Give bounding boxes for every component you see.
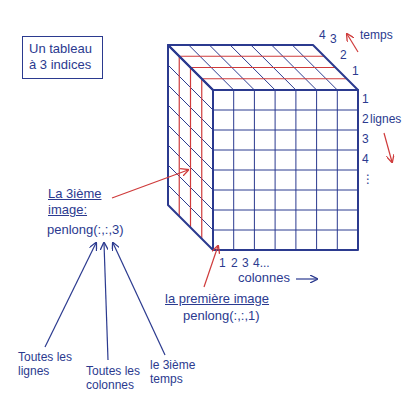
cube-faces <box>168 45 358 250</box>
axis-label: lignes <box>370 112 401 126</box>
columns-arrow <box>104 243 108 360</box>
row-number: 2 <box>362 112 369 126</box>
time-number: 4 <box>319 28 326 42</box>
top-grid <box>189 45 338 90</box>
time-number: 3 <box>330 32 337 46</box>
column-number: 1 <box>219 256 226 270</box>
time-number: 2 <box>340 48 347 62</box>
row-number: 4 <box>362 152 369 166</box>
axis-label: temps <box>360 28 393 42</box>
axis-label: colonnes <box>238 270 290 286</box>
side-grid <box>168 65 213 230</box>
column-number: 4... <box>253 256 270 270</box>
row-number: 3 <box>362 132 369 146</box>
temps-arrow <box>347 34 358 52</box>
leader-arrows <box>45 34 392 360</box>
annotation: Toutes les colonnes <box>86 364 148 393</box>
annotation: Toutes les lignes <box>18 350 80 379</box>
row-number: 1 <box>362 92 369 106</box>
cube-outline <box>168 45 358 250</box>
row-number: ⋮ <box>362 172 374 186</box>
column-number: 2 <box>231 256 238 270</box>
lignes-arrow <box>384 133 392 162</box>
annotation: le 3ième temps <box>150 358 204 387</box>
time-number: 1 <box>352 64 359 78</box>
code-expression: penlong(:,:,1) <box>183 308 260 324</box>
time-arrow <box>113 243 165 355</box>
time-slices <box>179 56 347 239</box>
code-expression: penlong(:,:,3) <box>47 222 124 238</box>
annotation: La 3ième image: <box>48 186 110 217</box>
rows-arrow <box>45 243 96 347</box>
annotation: la première image <box>165 291 269 307</box>
title-text: Un tableau à 3 indices <box>29 41 95 72</box>
colonnes-arrow <box>296 278 317 279</box>
front-grid <box>213 90 358 250</box>
title-box: Un tableau à 3 indices <box>22 36 103 79</box>
third-image-arrow <box>112 170 188 198</box>
first-image-arrow <box>204 246 218 287</box>
column-number: 3 <box>242 256 249 270</box>
